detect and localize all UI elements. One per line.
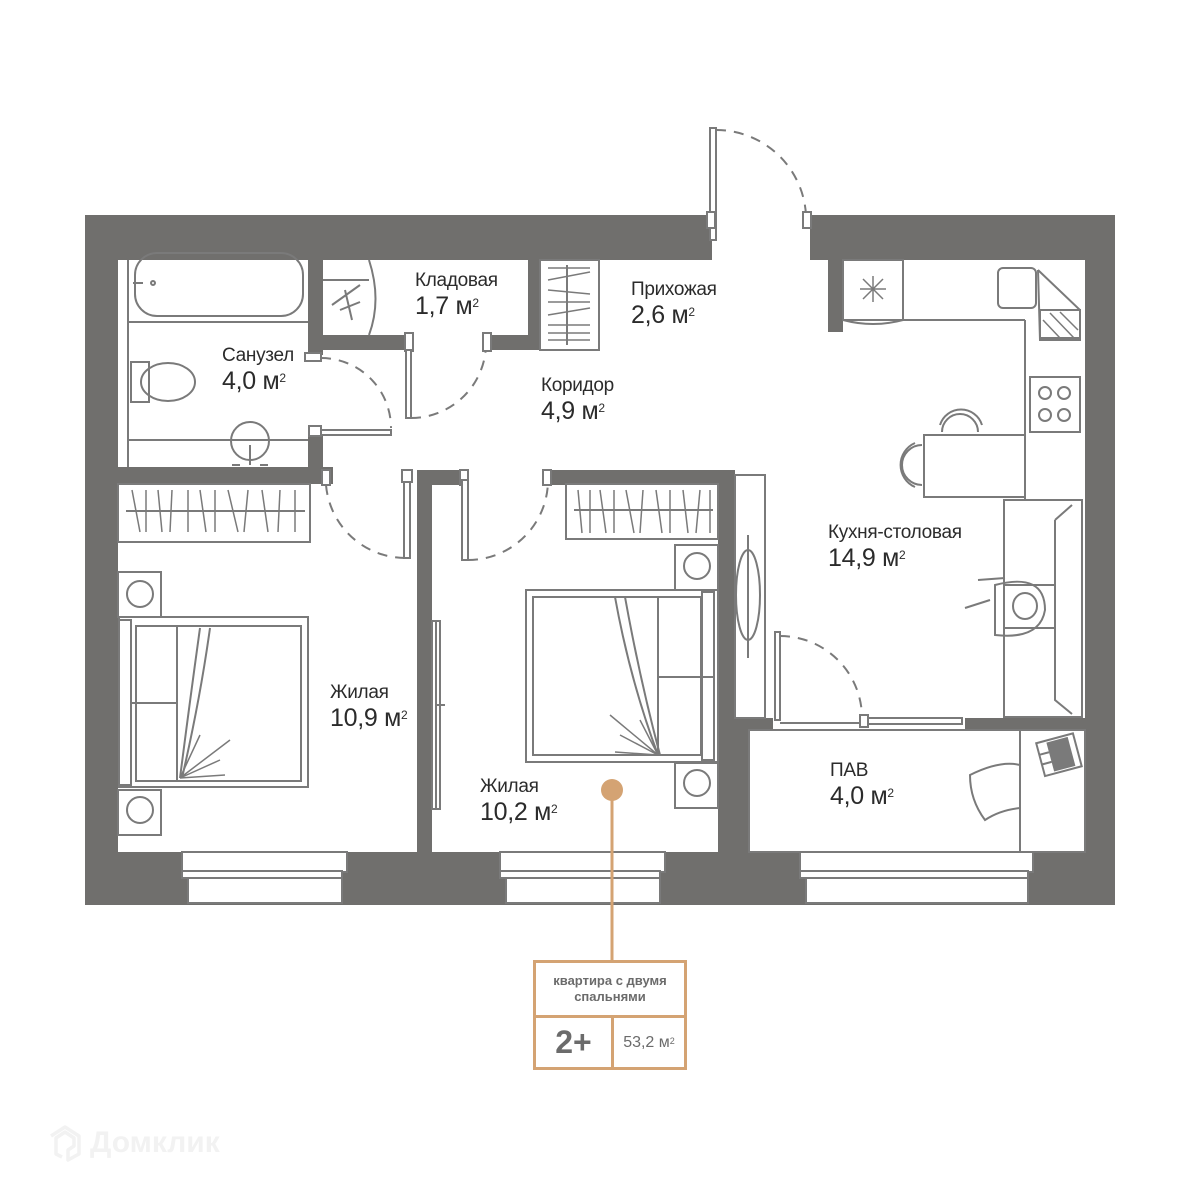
room-name: Прихожая (631, 279, 717, 300)
entrance-door (706, 127, 812, 241)
storage-room-fixtures (323, 259, 492, 419)
room-area: 10,2 м2 (480, 798, 558, 826)
hallway-wardrobe (539, 259, 600, 351)
apartment-type-title: квартира с двумя спальнями (536, 963, 684, 1018)
room-name: Санузел (222, 345, 294, 366)
room-area: 10,9 м2 (330, 704, 408, 732)
room-area: 4,0 м2 (222, 367, 286, 395)
bedroom2-door (459, 469, 552, 561)
room-label-pav: ПАВ 4,0 м2 (830, 760, 894, 810)
kitchen-fixtures (734, 259, 1083, 728)
room-area: 14,9 м2 (828, 544, 906, 572)
room-name: ПАВ (830, 760, 869, 781)
room-label-kuhnya: Кухня-столовая 14,9 м2 (828, 522, 962, 572)
room-name: Жилая (480, 776, 539, 797)
room-area: 1,7 м2 (415, 292, 479, 320)
room-area: 2,6 м2 (631, 301, 695, 329)
apartment-type-code: 2+ (536, 1018, 614, 1067)
bedroom1-fixtures (117, 483, 311, 836)
bathroom-fixtures (127, 252, 392, 467)
room-label-prihozhaya: Прихожая 2,6 м2 (631, 279, 717, 329)
room-name: Жилая (330, 682, 389, 703)
room-label-sanuzel: Санузел 4,0 м2 (222, 345, 294, 395)
room-area: 4,0 м2 (830, 782, 894, 810)
room-name: Кладовая (415, 270, 498, 291)
room-area: 4,9 м2 (541, 397, 605, 425)
room-name: Коридор (541, 375, 614, 396)
windows (181, 851, 1034, 904)
domclick-watermark: Домклик (48, 1124, 220, 1162)
bedroom1-door (321, 469, 413, 560)
room-label-koridor: Коридор 4,9 м2 (541, 375, 614, 425)
bedroom2-fixtures (431, 483, 719, 810)
domclick-house-icon (50, 1125, 81, 1162)
room-label-kladovaya: Кладовая 1,7 м2 (415, 270, 498, 320)
room-label-zhilaya-2: Жилая 10,2 м2 (480, 776, 558, 826)
room-name: Кухня-столовая (828, 522, 962, 543)
room-label-zhilaya-1: Жилая 10,9 м2 (330, 682, 408, 732)
leader-line (601, 779, 623, 962)
watermark-text: Домклик (90, 1126, 220, 1159)
pav-fixtures (748, 729, 1086, 853)
